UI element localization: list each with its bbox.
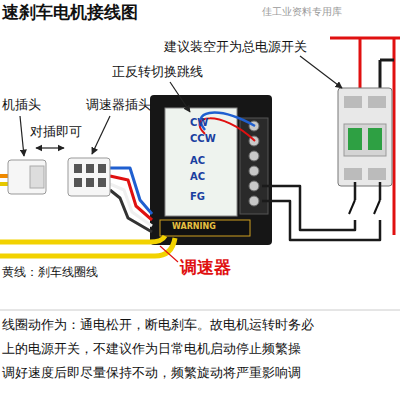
- leader-line: [92, 116, 110, 154]
- wire: [262, 182, 355, 230]
- terminal-label: AC: [190, 155, 205, 167]
- title: 速刹车电机接线图: [2, 3, 138, 23]
- leader-line: [170, 82, 190, 112]
- wire: [110, 176, 152, 220]
- power-wire: [379, 60, 382, 88]
- brake-coil-wire: [0, 238, 175, 256]
- terminal-screw: [249, 151, 259, 161]
- terminal-label: CW: [190, 117, 208, 129]
- terminal-label: AC: [190, 171, 205, 183]
- note-divider: [0, 310, 400, 311]
- terminal-screw: [249, 181, 259, 191]
- leader-line: [160, 246, 178, 262]
- terminal-screw: [249, 196, 259, 206]
- terminal-label: CCW: [190, 133, 216, 145]
- controller-label: 调速器: [180, 258, 231, 278]
- brake-coil-wire: [0, 236, 165, 242]
- air-breaker: [338, 88, 392, 186]
- wire: [110, 190, 152, 232]
- note-line: 上的电源开关，不建议作为日常电机启动停止频繁操: [2, 342, 301, 356]
- terminal-label: FG: [190, 191, 205, 203]
- leader-line: [300, 56, 342, 88]
- power-wire: [359, 38, 362, 88]
- callout-text: 调速器插头: [86, 98, 151, 112]
- jumper-wire: [201, 113, 255, 130]
- plug-hole: [74, 178, 82, 187]
- callout-text: 对插即可: [30, 125, 82, 139]
- power-wire: [393, 38, 396, 235]
- leader-line: [20, 116, 24, 156]
- note-line: 调好速度后即尽量保持不动，频繁旋动将严重影响调: [2, 366, 301, 380]
- callout-text: 正反转切换跳线: [112, 65, 203, 79]
- plug-arrow: [36, 147, 64, 148]
- terminal-screw: [249, 166, 259, 176]
- motor-plug: [0, 160, 46, 194]
- controller-plug: [68, 158, 110, 196]
- callout-text: 机插头: [2, 98, 41, 112]
- callout-text: 建议装空开为总电源开关: [164, 40, 307, 54]
- terminal-label: WARNING: [172, 222, 216, 231]
- plug-hole: [74, 164, 82, 173]
- power-wire: [330, 37, 400, 40]
- plug-hole: [86, 164, 94, 173]
- plug-hole: [98, 178, 106, 187]
- plug-hole: [86, 178, 94, 187]
- plug-hole: [98, 164, 106, 173]
- note-line: 线圈动作为：通电松开，断电刹车。故电机运转时务必: [2, 318, 314, 332]
- power-wire: [380, 59, 394, 62]
- controller-panel: CW CCW AC AC FG WARNING: [150, 95, 272, 245]
- wire-note: 黄线：刹车线圈线: [2, 266, 98, 280]
- switch-contact: [348, 200, 388, 220]
- speed-controller: [150, 95, 272, 245]
- watermark: 佳工业资料专用库: [262, 6, 342, 18]
